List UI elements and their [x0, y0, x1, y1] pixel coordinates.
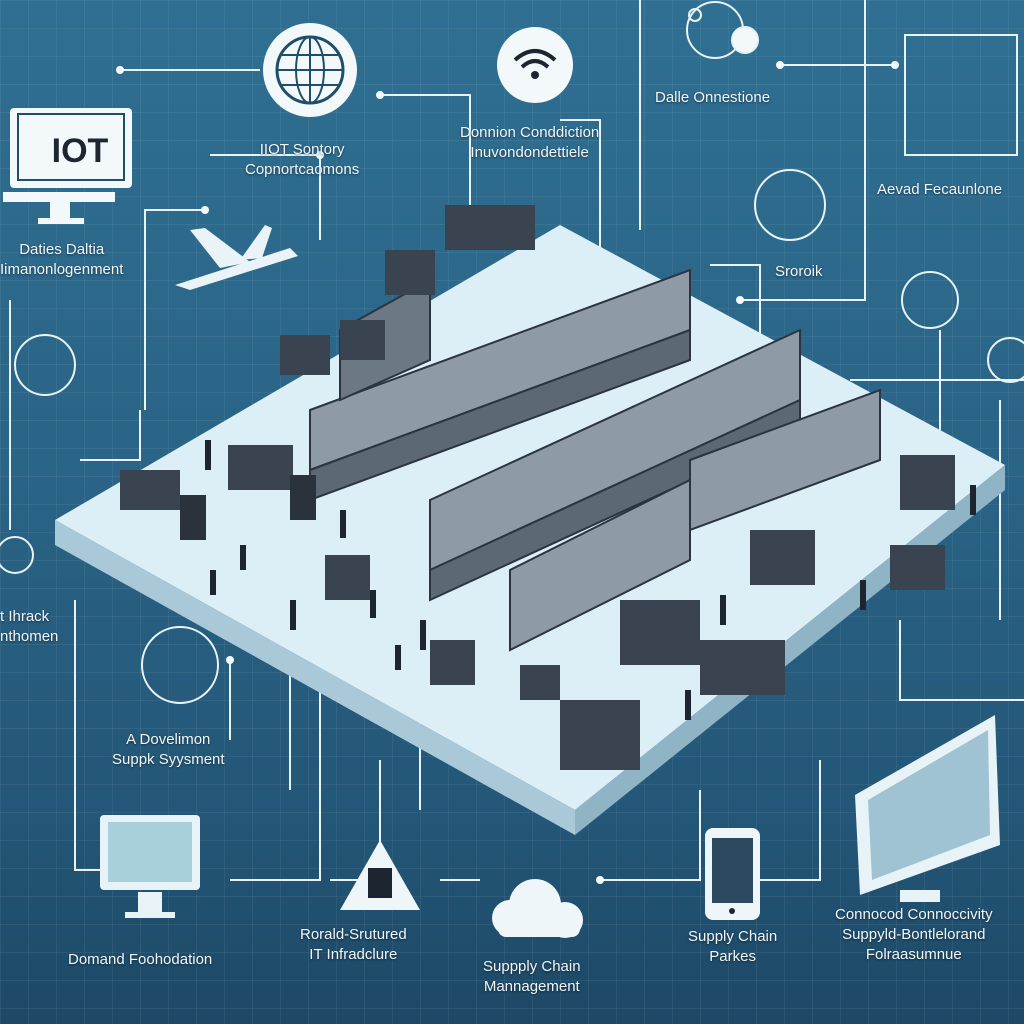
connector-lines [9, 0, 1024, 881]
label-line: t Ihrack [0, 608, 50, 625]
label-supply-chain-parkes: Supply Chain Parkes [688, 927, 777, 967]
supply-network-icon [141, 626, 219, 704]
label-line: Suppyld-Bontlelorand [842, 926, 986, 943]
label-connected-connectivity: Connocod Connoccivity Suppyld-Bontlelora… [835, 905, 993, 965]
label-line: Iimanonlogenment [0, 261, 124, 278]
workers [205, 440, 976, 720]
dashboard-monitor-icon [855, 715, 1000, 902]
network-icon [686, 1, 759, 59]
globe-icon [263, 23, 357, 117]
label-line: Inuvondondettiele [470, 144, 589, 161]
label-line: Suppply Chain [483, 958, 581, 975]
wifi-icon [497, 27, 573, 103]
blueprint-panel-icon [904, 34, 1018, 156]
label-supply-chain-management: Suppply Chain Mannagement [483, 957, 581, 997]
label-supply-system: A Dovelimon Suppk Syysment [112, 730, 225, 770]
label-advanced: Aevad Fecaunlone [877, 181, 1003, 198]
label-line: Daties Daltia [19, 241, 105, 258]
svg-text:IOT: IOT [52, 132, 109, 170]
label-line: Mannagement [483, 978, 580, 995]
iot-monitor-icon: IOT [3, 108, 132, 224]
label-line: nthomen [0, 628, 59, 645]
label-line: IIOT Sontory [259, 141, 345, 158]
analytics-monitor-icon [100, 815, 200, 918]
hub-icon [0, 536, 34, 574]
label-line: Connocod Connoccivity [835, 906, 993, 923]
label-line: Suppk Syysment [112, 751, 225, 768]
label-demand: Domand Foohodation [68, 951, 213, 968]
label-line: IT Infradclure [309, 946, 398, 963]
hub-icon [901, 271, 959, 329]
label-line: Parkes [709, 948, 756, 965]
label-line: A Dovelimon [126, 731, 211, 748]
label-line: Rorald-Srutured [300, 926, 407, 943]
label-line: Copnortcaomons [245, 161, 360, 178]
label-domain-condition: Donnion Conddiction Inuvondondettiele [460, 123, 599, 163]
hub-icon [14, 334, 76, 396]
label-it-infrastructure: Rorald-Srutured IT Infradclure [300, 925, 407, 965]
cargo-boxes [325, 205, 955, 770]
label-line: Folraasumnue [865, 946, 962, 963]
storage-dome-icon [754, 169, 826, 241]
cloud-icon [492, 879, 583, 938]
truck-icon [120, 335, 330, 540]
hub-icon [987, 337, 1024, 383]
tablet-icon [705, 828, 760, 920]
label-iot-sensory: IIOT Sontory Copnortcaomons [245, 140, 359, 180]
shelving-racks [309, 268, 881, 652]
label-device-data: Daties Daltia Iimanonlogenment [0, 240, 123, 280]
warning-triangle-icon [340, 840, 420, 910]
label-data-connections: Dalle Onnestione [655, 89, 771, 106]
label-track: t Ihrack nthomen [0, 607, 58, 647]
label-line: Donnion Conddiction [460, 124, 600, 141]
airplane-icon [175, 225, 298, 290]
label-line: Supply Chain [688, 928, 778, 945]
label-storage: Sroroik [775, 263, 823, 280]
